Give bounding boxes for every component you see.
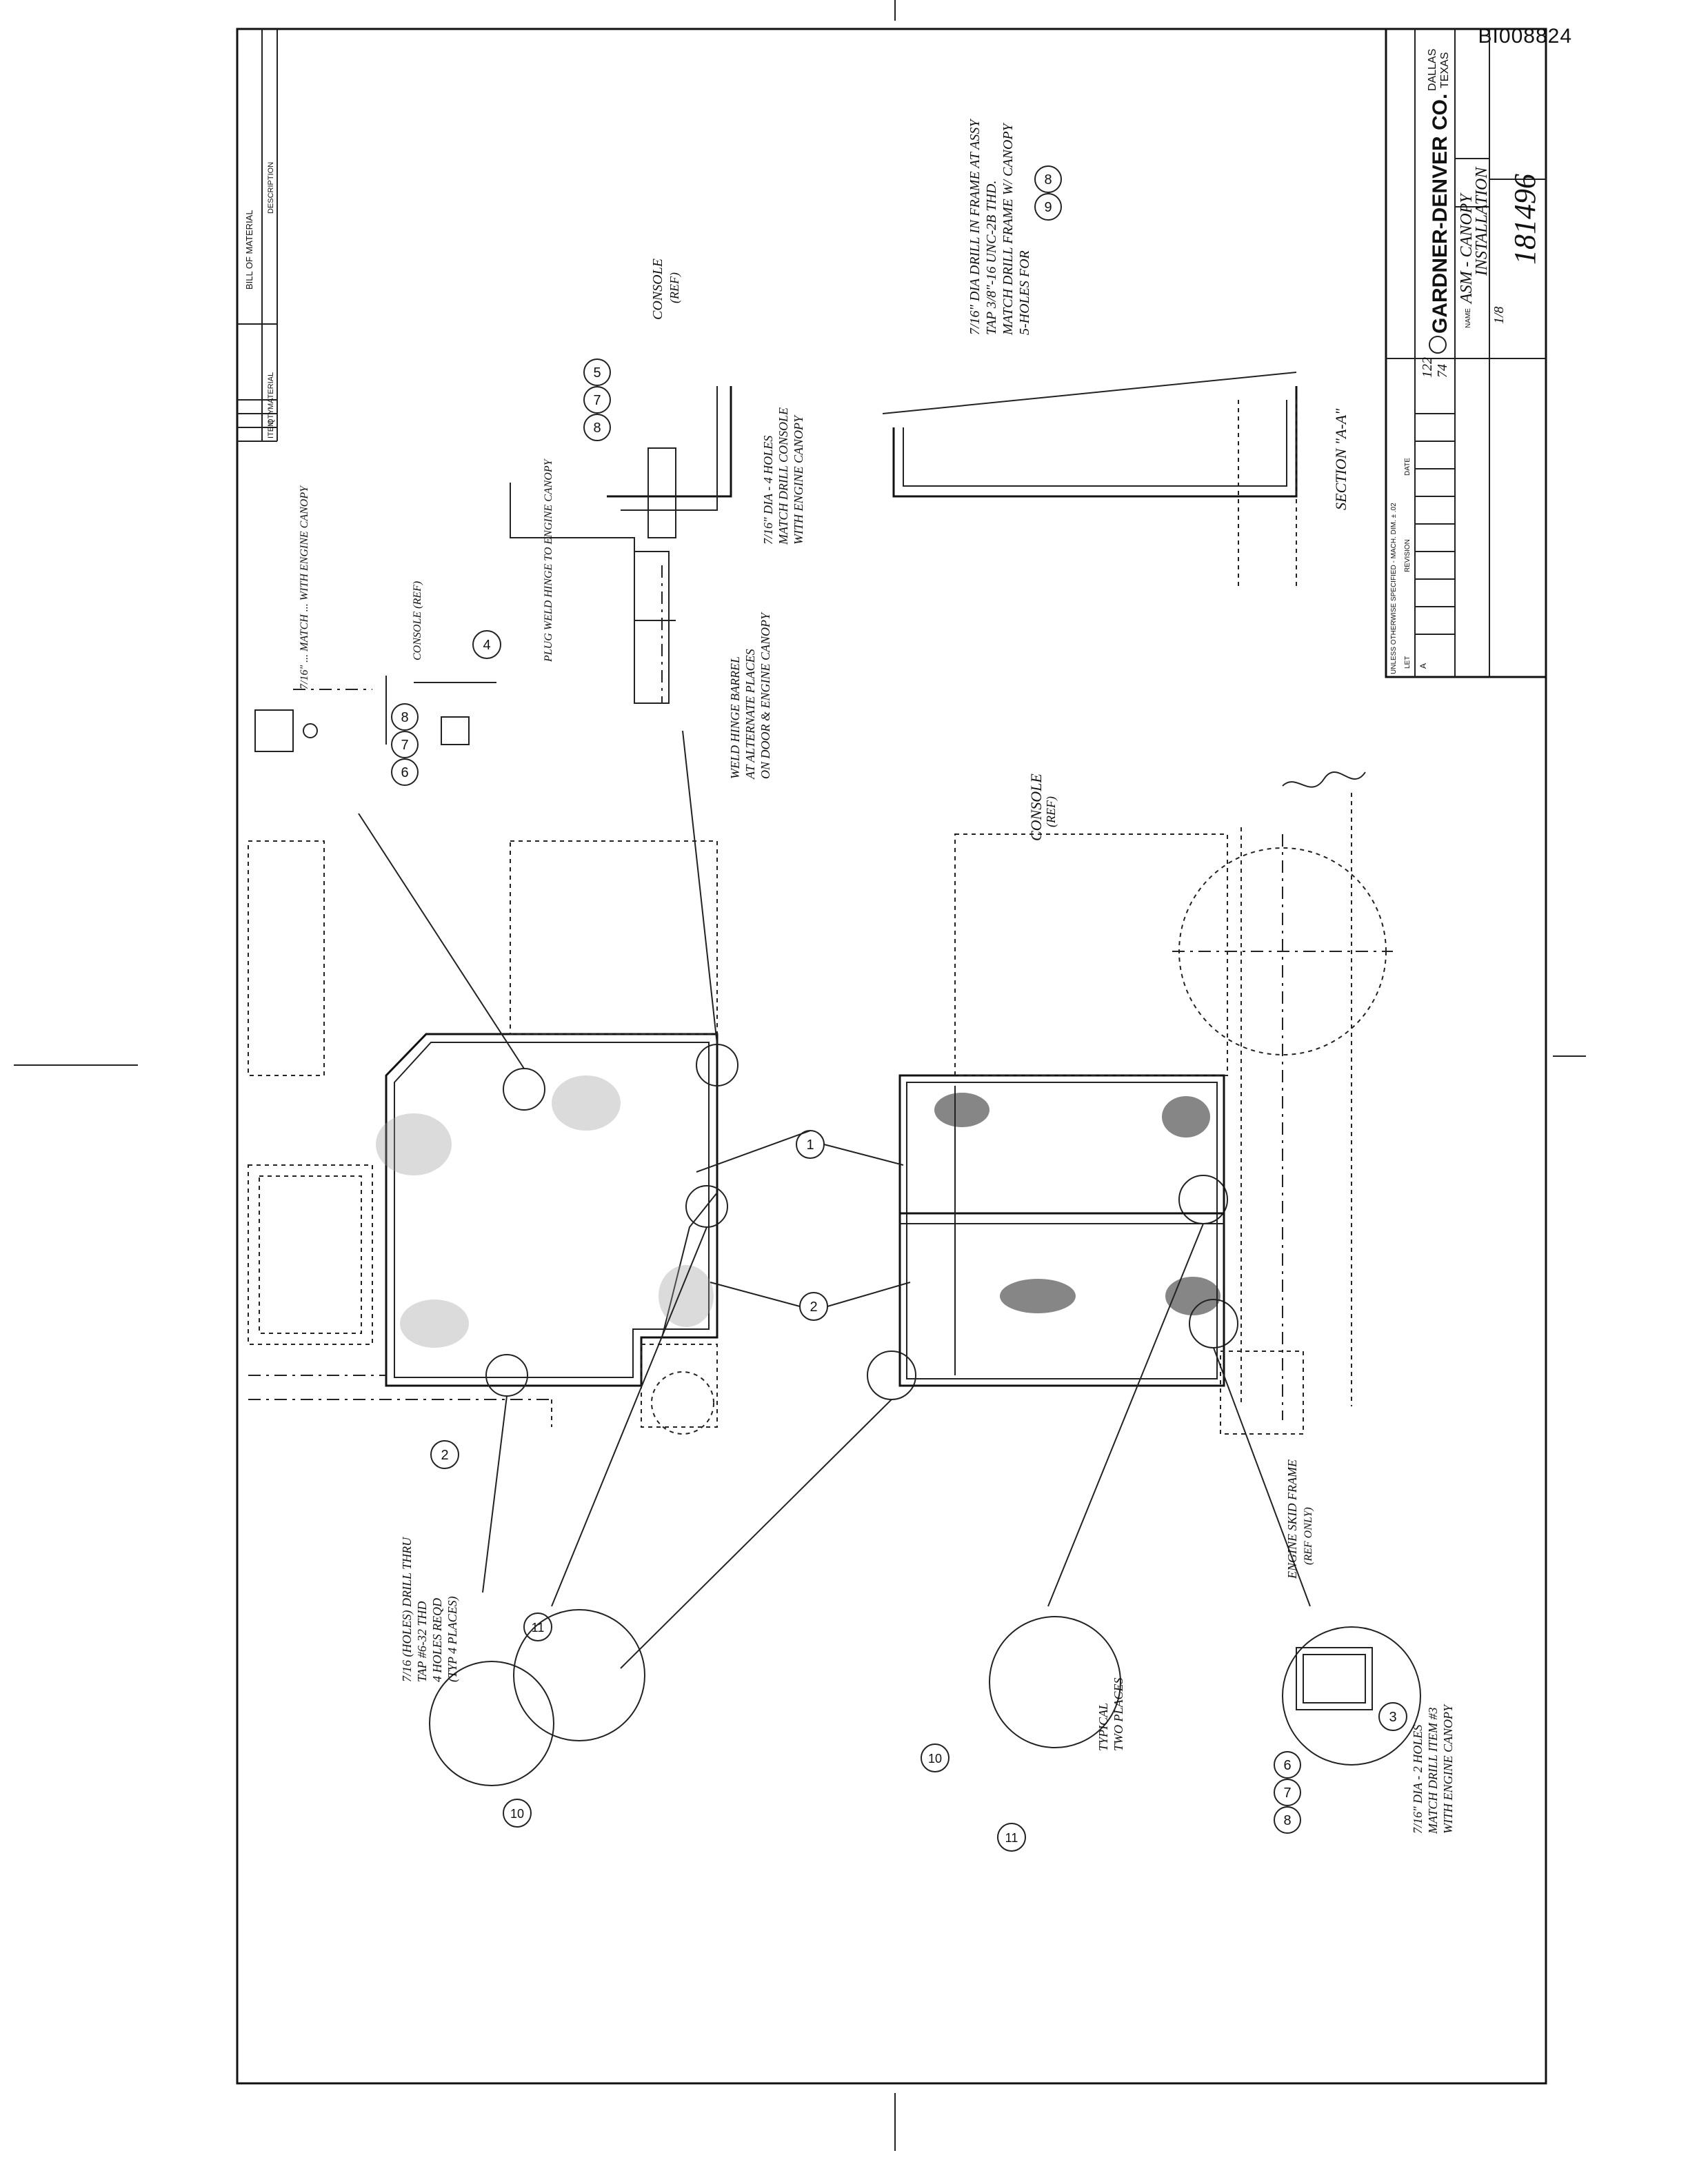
svg-text:6: 6 — [1283, 1758, 1291, 1773]
note-with-canopy2: WITH ENGINE CANOPY — [1441, 1703, 1455, 1834]
svg-text:7: 7 — [593, 393, 601, 408]
name-label: NAME — [1465, 308, 1472, 328]
let-value: A — [1418, 663, 1428, 669]
diamond-plate-hatch — [376, 1075, 714, 1348]
revision-label: REVISION — [1404, 539, 1411, 572]
note-two-holes: 7/16" DIA - 2 HOLES — [1411, 1725, 1425, 1834]
svg-text:6: 6 — [401, 765, 408, 780]
balloon-row-89: 8 9 — [1034, 165, 1062, 221]
note-holes-reqd: 4 HOLES REQD — [430, 1598, 444, 1682]
svg-text:10: 10 — [928, 1752, 942, 1766]
bom-title: BILL OF MATERIAL — [244, 210, 254, 290]
balloon-3: 3 — [1378, 1702, 1407, 1731]
note-two-places: TWO PLACES — [1112, 1677, 1125, 1751]
svg-text:8: 8 — [1283, 1813, 1291, 1828]
svg-text:11: 11 — [1005, 1831, 1018, 1845]
canopy-side-view — [898, 771, 1393, 1435]
canopy-top-view — [248, 840, 719, 1435]
svg-text:8: 8 — [593, 421, 601, 436]
company-name: GARDNER-DENVER CO. — [1429, 94, 1451, 334]
note-match-item: MATCH DRILL ITEM #3 — [1426, 1707, 1440, 1834]
balloon-2: 2 — [799, 1292, 828, 1321]
balloon-row-578: 5 7 8 — [583, 358, 611, 441]
company-city: DALLAS — [1427, 49, 1438, 91]
note-typ-places: (TYP 4 PLACES) — [445, 1596, 460, 1682]
section-a-a: SECTION "A-A" — [882, 372, 1349, 586]
bom-col-description: DESCRIPTION — [267, 162, 275, 214]
svg-text:5: 5 — [593, 365, 601, 381]
svg-text:8: 8 — [1044, 172, 1052, 188]
note-tap2: TAP #6-32 THD — [415, 1601, 429, 1682]
note-match-top: 7/16" ... MATCH ... WITH ENGINE CANOPY — [299, 485, 310, 689]
bom-col-qty: QTY — [267, 409, 275, 425]
note-console-ref-left: CONSOLE (REF) — [412, 581, 423, 660]
balloon-group: 1 2 2 3 4 5 7 8 8 7 6 8 9 10 11 10 11 8 … — [391, 165, 1407, 1852]
note-alternate: AT ALTERNATE PLACES — [743, 649, 757, 780]
note-weld-hinge: WELD HINGE BARREL — [728, 656, 742, 779]
note-typical: TYPICAL — [1096, 1703, 1110, 1751]
note-match-frame: MATCH DRILL FRAME W/ CANOPY — [1001, 122, 1016, 336]
svg-text:4: 4 — [483, 638, 490, 653]
bom-col-item: ITEM — [267, 421, 275, 438]
svg-text:9: 9 — [1044, 200, 1052, 215]
hinge-detail — [254, 676, 496, 752]
notes: 7/16" DIA DRILL IN FRAME AT ASSY TAP 3/8… — [299, 119, 1455, 1834]
console-section — [510, 386, 732, 704]
note-holes-for: 5-HOLES FOR — [1017, 250, 1032, 335]
note-ref-top: (REF) — [667, 272, 682, 303]
balloon-row-876-top: 8 7 6 — [391, 703, 419, 786]
section-label: SECTION "A-A" — [1332, 408, 1349, 510]
company-state: TEXAS — [1439, 52, 1451, 88]
note-with-canopy: WITH ENGINE CANOPY — [792, 414, 805, 545]
svg-text:2: 2 — [441, 1448, 448, 1463]
svg-text:2: 2 — [810, 1300, 817, 1315]
hinge-barrel — [634, 551, 670, 704]
bill-of-material: BILL OF MATERIAL ITEM QTY MATERIAL DESCR… — [237, 29, 278, 442]
svg-text:8: 8 — [401, 710, 408, 725]
date-label: DATE — [1404, 458, 1411, 476]
note-tap: TAP 3/8"-16 UNC-2B THD. — [984, 181, 999, 335]
note-ref-only: (REF ONLY) — [1303, 1507, 1314, 1565]
note-drill-thru: 7/16 (HOLES) DRILL THRU — [400, 1537, 414, 1682]
note-plug-weld: PLUG WELD HINGE TO ENGINE CANOPY — [543, 458, 554, 663]
balloon-2b: 2 — [430, 1440, 459, 1469]
balloon-11-mid: 11 — [997, 1823, 1026, 1852]
drawing-name-2: INSTALLATION — [1473, 166, 1491, 276]
title-block: GARDNER-DENVER CO. DALLAS TEXAS NAME ASM… — [1385, 28, 1547, 678]
note-console-mid: CONSOLE — [1027, 774, 1045, 841]
model-value: 122 — [1420, 357, 1435, 378]
balloon-4: 4 — [472, 630, 501, 659]
note-match-console: MATCH DRILL CONSOLE — [776, 407, 790, 545]
sheet-border — [236, 28, 1547, 2085]
balloon-11-left: 11 — [523, 1612, 552, 1641]
bom-col-material: MATERIAL — [267, 372, 275, 410]
tolerance-note: UNLESS OTHERWISE SPECIFIED - MACH. DIM. … — [1390, 503, 1398, 674]
note-skid: ENGINE SKID FRAME — [1285, 1459, 1299, 1579]
drawing-number: 181496 — [1508, 174, 1542, 265]
leader-lines — [358, 730, 1311, 1669]
svg-text:10: 10 — [510, 1807, 524, 1821]
note-console-ref-top: CONSOLE — [650, 259, 665, 320]
balloon-10-left: 10 — [503, 1799, 532, 1828]
svg-text:7: 7 — [1283, 1786, 1291, 1801]
let-label: LET — [1404, 656, 1411, 669]
balloon-row-876-bottom: 8 7 6 — [1274, 1751, 1301, 1834]
border-center-marks — [14, 0, 1586, 2151]
balloon-10-mid: 10 — [921, 1743, 950, 1772]
code-value: 74 — [1435, 364, 1450, 378]
note-drill-frame: 7/16" DIA DRILL IN FRAME AT ASSY — [967, 119, 983, 335]
company-logo-icon — [1429, 336, 1447, 354]
enlarged-detail-views — [429, 1609, 1421, 1786]
note-ref-mid: (REF) — [1044, 796, 1058, 827]
door-hatch — [934, 1093, 1220, 1315]
drawing-name: ASM - CANOPY — [1458, 192, 1476, 305]
note-on-door: ON DOOR & ENGINE CANOPY — [758, 611, 772, 779]
svg-text:1: 1 — [806, 1138, 814, 1153]
svg-text:3: 3 — [1389, 1710, 1396, 1725]
svg-text:11: 11 — [532, 1621, 545, 1635]
scale-value: 1/8 — [1491, 306, 1507, 324]
note-four-holes: 7/16" DIA - 4 HOLES — [761, 436, 775, 545]
svg-text:7: 7 — [401, 738, 408, 753]
